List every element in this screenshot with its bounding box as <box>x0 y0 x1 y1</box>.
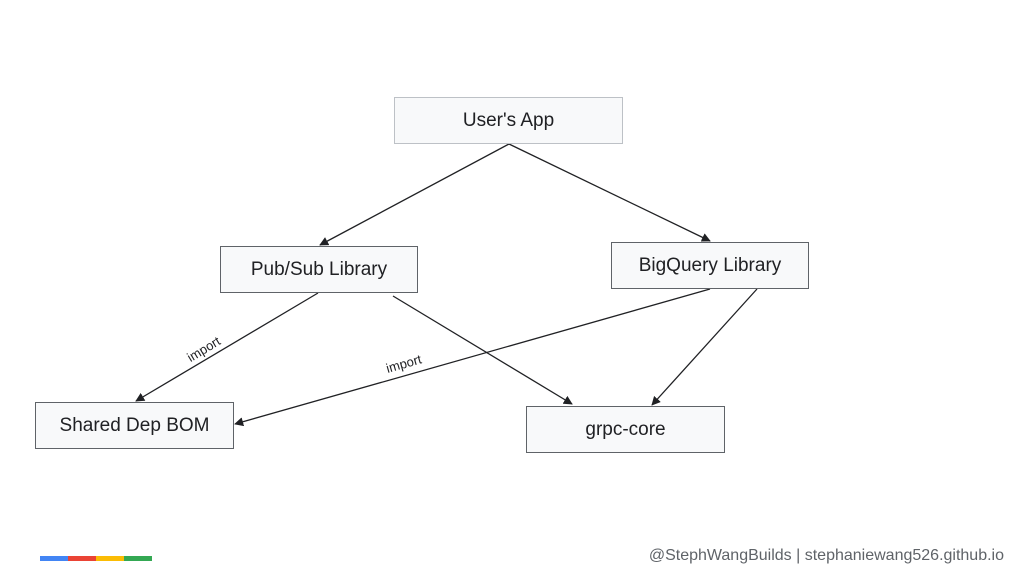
edge-bigquery-to-grpc <box>651 288 758 406</box>
logo-segment-red <box>68 556 96 561</box>
node-users-app-label: User's App <box>462 109 555 131</box>
logo-segment-blue <box>40 556 68 561</box>
edge-pubsub-to-bom <box>135 292 319 402</box>
edge-bigquery-to-bom <box>234 288 711 427</box>
node-bigquery-library-label: BigQuery Library <box>638 254 782 276</box>
logo-segment-yellow <box>96 556 124 561</box>
footer-credit: @StephWangBuilds | stephaniewang526.gith… <box>648 547 1004 564</box>
node-pubsub-library[interactable]: Pub/Sub Library <box>220 246 418 293</box>
edge-app-to-bigquery <box>508 143 711 242</box>
logo-segment-green <box>124 556 152 561</box>
node-shared-dep-bom[interactable]: Shared Dep BOM <box>35 402 234 449</box>
node-bigquery-library[interactable]: BigQuery Library <box>611 242 809 289</box>
node-users-app[interactable]: User's App <box>394 97 623 144</box>
edge-pubsub-to-grpc <box>392 295 573 405</box>
node-shared-dep-bom-label: Shared Dep BOM <box>59 414 210 436</box>
node-grpc-core-label: grpc-core <box>585 418 666 440</box>
google-color-bar <box>40 556 152 561</box>
node-pubsub-library-label: Pub/Sub Library <box>250 258 388 280</box>
node-grpc-core[interactable]: grpc-core <box>526 406 725 453</box>
edge-app-to-pubsub <box>319 143 510 246</box>
